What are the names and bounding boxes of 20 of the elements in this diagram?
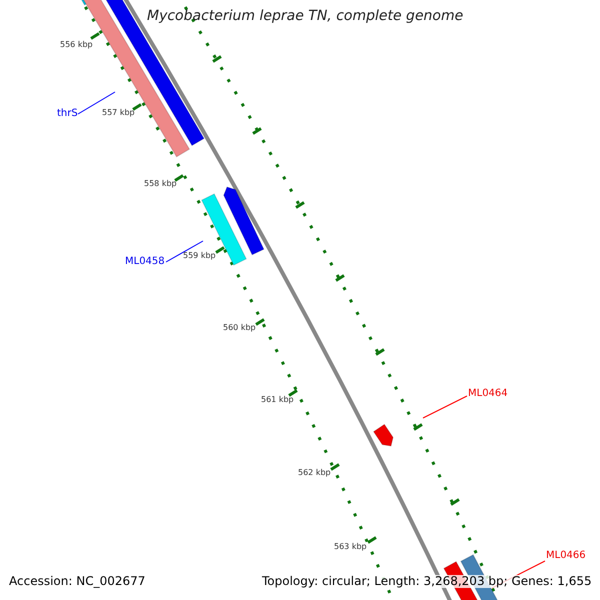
- leader-line: [78, 92, 116, 114]
- tick-label: 562 kbp: [298, 469, 331, 478]
- gene-bar: [201, 193, 247, 266]
- info-text: Topology: circular; Length: 3,268,203 bp; Genes: 1,655: [262, 575, 592, 588]
- gene-label: ML0466: [546, 550, 586, 561]
- tick-label: 556 kbp: [60, 41, 93, 50]
- leader-line: [166, 240, 204, 262]
- gene-arrow: [372, 424, 394, 447]
- tick-label: 559 kbp: [183, 252, 216, 261]
- tick-label: 561 kbp: [261, 396, 294, 405]
- gene-label: ML0458: [125, 256, 165, 267]
- tick-label: 563 kbp: [334, 543, 367, 552]
- gene-label: ML0464: [468, 388, 508, 399]
- info-text: Accession: NC_002677: [9, 575, 146, 588]
- gene-label: thrS: [57, 108, 78, 119]
- leader-line: [422, 396, 468, 418]
- tick-label: 560 kbp: [223, 324, 256, 333]
- tick-label: 558 kbp: [144, 180, 177, 189]
- tick-label: 557 kbp: [102, 109, 135, 118]
- map-title: Mycobacterium leprae TN, complete genome: [147, 9, 464, 24]
